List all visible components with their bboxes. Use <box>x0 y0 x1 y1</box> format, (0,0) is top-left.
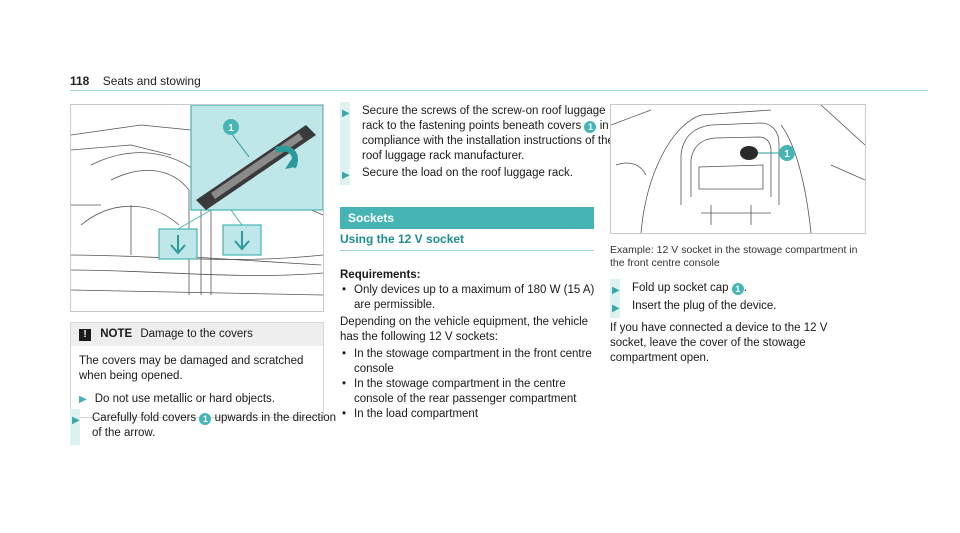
step-text: Secure the load on the roof luggage rack… <box>362 167 573 179</box>
warning-icon: ! <box>79 329 91 341</box>
step-fold-cap: ▶ Fold up socket cap 1. <box>610 279 872 300</box>
requirements-list: Only devices up to a maximum of 180 W (1… <box>340 283 596 313</box>
callout-circle <box>779 145 795 161</box>
page-header: 118 Seats and stowing <box>70 74 201 88</box>
step-secure-screws: ▶ Secure the screws of the screw-on roof… <box>340 102 616 168</box>
triangle-right-icon: ▶ <box>79 394 87 405</box>
fastening-point-right <box>222 224 262 256</box>
step-text: . <box>743 282 747 294</box>
list-item: In the stowage compartment in the front … <box>340 347 596 377</box>
socket-figure: 1 <box>610 104 866 234</box>
callout-number: 1 <box>731 283 744 295</box>
callout-number: 1 <box>784 149 790 160</box>
socket-cap <box>740 146 758 160</box>
note-header: ! NOTE Damage to the covers <box>71 323 323 346</box>
triangle-right-icon: ▶ <box>342 170 350 181</box>
header-rule <box>70 90 928 91</box>
triangle-right-icon: ▶ <box>612 303 620 314</box>
triangle-right-icon: ▶ <box>612 285 620 296</box>
note-instruction-text: Do not use metallic or hard objects. <box>94 393 275 405</box>
callout-number: 1 <box>199 413 212 425</box>
callout-circle <box>223 119 239 135</box>
page-number: 118 <box>70 74 90 88</box>
step-text: Fold up socket cap <box>632 282 729 294</box>
roof-rack-illustration: 1 <box>71 105 323 296</box>
step-text: in compliance with the installation inst… <box>362 120 614 162</box>
step-text: Secure the screws of the screw-on roof l… <box>362 105 606 132</box>
callout-number: 1 <box>228 123 234 134</box>
note-title: Damage to the covers <box>140 328 253 340</box>
triangle-right-icon: ▶ <box>72 415 80 426</box>
subsection-heading: Using the 12 V socket <box>340 232 594 251</box>
figure-caption: Example: 12 V socket in the stowage comp… <box>610 244 858 269</box>
triangle-right-icon: ▶ <box>342 108 350 119</box>
socket-intro: Depending on the vehicle equipment, the … <box>340 316 589 343</box>
step-text: upwards in the direction of the arrow. <box>92 412 337 439</box>
socket-location-list: In the stowage compartment in the front … <box>340 347 596 422</box>
step-fold-covers: ▶ Carefully fold covers 1 upwards in the… <box>70 409 337 445</box>
detail-inset: 1 <box>190 105 323 211</box>
step-text: Carefully fold covers <box>92 412 197 424</box>
step-secure-load: ▶ Secure the load on the roof luggage ra… <box>340 164 616 185</box>
list-item: In the load compartment <box>340 407 596 422</box>
requirements-label: Requirements: <box>340 269 421 281</box>
list-item: Only devices up to a maximum of 180 W (1… <box>340 283 596 313</box>
note-label: NOTE <box>100 328 133 340</box>
step-insert-plug: ▶ Insert the plug of the device. <box>610 297 872 318</box>
note-instruction: ▶ Do not use metallic or hard objects. <box>79 392 315 407</box>
step-text: Insert the plug of the device. <box>632 300 777 312</box>
closing-paragraph: If you have connected a device to the 12… <box>610 322 828 364</box>
requirements-block: Requirements: Only devices up to a maxim… <box>340 268 596 422</box>
note-box: ! NOTE Damage to the covers The covers m… <box>70 322 324 418</box>
callout-number: 1 <box>584 121 597 133</box>
note-body: The covers may be damaged and scratched … <box>71 346 323 417</box>
socket-illustration: 1 <box>611 105 865 233</box>
list-item: In the stowage compartment in the centre… <box>340 377 596 407</box>
section-heading: Sockets <box>340 207 594 229</box>
section-title: Seats and stowing <box>102 74 201 88</box>
roof-rack-figure: 1 <box>70 104 324 312</box>
note-text: The covers may be damaged and scratched … <box>79 355 304 382</box>
fastening-point-left <box>158 228 198 260</box>
